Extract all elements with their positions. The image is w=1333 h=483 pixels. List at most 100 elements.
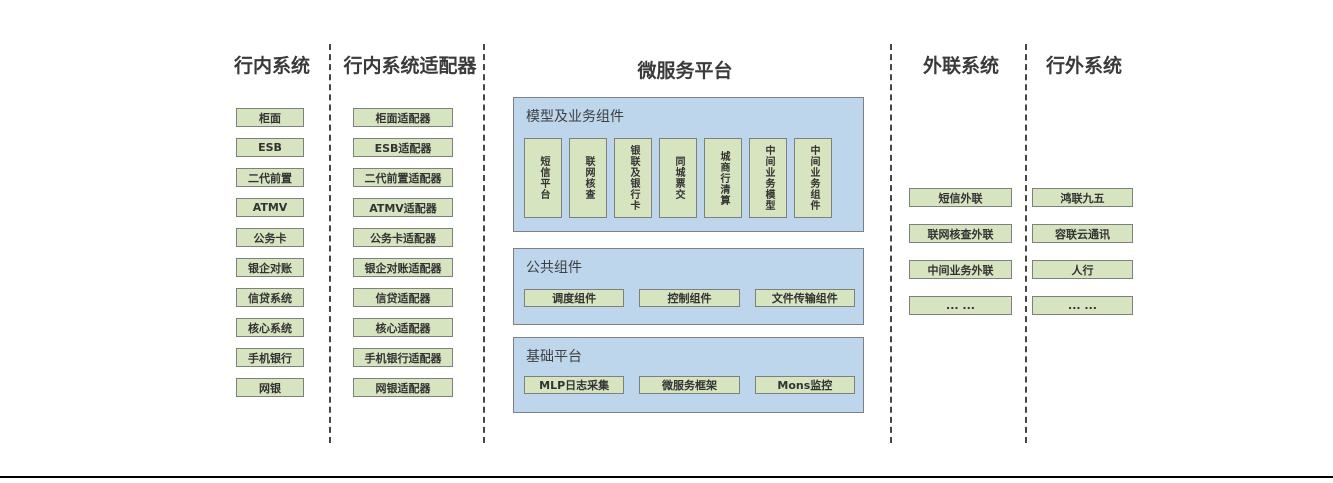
internal-system-label: ATMV [252,201,288,214]
platform-component-box: 同城票交 [659,138,697,218]
external-link-systems-heading: 外联系统 [922,55,999,77]
column-divider-dashed-line [483,44,485,443]
platform-component-box: 中间业务组件 [794,138,832,218]
common-component-box: 控制组件 [639,289,740,307]
adapter-label: 二代前置适配器 [364,171,442,185]
adapter-label: 手机银行适配器 [364,351,442,365]
base-platform-row: MLP日志采集 微服务框架 Mons监控 [524,376,855,394]
internal-system-box: 信贷系统 [236,288,304,307]
adapter-label: 公务卡适配器 [370,231,436,245]
outside-system-label: 鸿联九五 [1060,191,1105,205]
external-link-box: ... ... [909,296,1012,315]
outside-system-label: 人行 [1071,263,1094,277]
base-platform-label: 微服务框架 [661,379,717,392]
internal-system-box: 公务卡 [236,228,304,247]
bottom-divider-line [0,476,1333,478]
adapter-label: 网银适配器 [375,381,431,395]
panel-title: 公共组件 [526,260,582,276]
adapter-label: 核心适配器 [375,321,431,335]
platform-component-box: 联网核查 [569,138,607,218]
base-platform-box: Mons监控 [754,376,855,394]
internal-systems-heading: 行内系统 [233,55,310,77]
outside-system-box: ... ... [1032,296,1133,315]
internal-system-label: 银企对账 [248,261,292,275]
outside-system-box: 鸿联九五 [1032,188,1133,207]
external-link-label: 中间业务外联 [927,263,994,277]
common-component-label: 文件传输组件 [771,292,838,305]
internal-system-box: ATMV [236,198,304,217]
external-link-label: 联网核查外联 [927,227,994,241]
adapter-label: 柜面适配器 [375,111,431,125]
column-divider-dashed-line [890,44,892,443]
internal-system-label: 公务卡 [253,231,287,245]
adapter-box: 网银适配器 [353,378,453,397]
adapter-label: 银企对账适配器 [364,261,442,275]
base-platform-label: MLP日志采集 [539,379,610,392]
adapter-box: ESB适配器 [353,138,453,157]
internal-system-label: 手机银行 [248,351,292,365]
platform-component-box: 短信平台 [524,138,562,218]
platform-component-label: 银联及银行卡 [628,145,639,211]
models-and-business-components-panel: 模型及业务组件 短信平台 联网核查 银联及银行卡 同城票交 城商行清算 中间业务… [513,97,864,232]
adapter-box: 手机银行适配器 [353,348,453,367]
internal-system-box: 二代前置 [236,168,304,187]
adapter-box: 柜面适配器 [353,108,453,127]
panel-title: 模型及业务组件 [526,109,624,125]
external-link-box: 联网核查外联 [909,224,1012,243]
internal-adapters-column: 柜面适配器 ESB适配器 二代前置适配器 ATMV适配器 公务卡适配器 银企对账… [353,108,453,397]
internal-system-label: 二代前置 [248,171,292,185]
adapter-box: 核心适配器 [353,318,453,337]
platform-component-label: 联网核查 [583,156,594,200]
platform-component-label: 中间业务模型 [763,145,774,211]
external-link-systems-column: 短信外联 联网核查外联 中间业务外联 ... ... [909,188,1012,315]
internal-system-label: ESB [258,141,282,154]
outside-bank-systems-heading: 行外系统 [1045,55,1122,77]
internal-system-label: 网银 [259,381,281,395]
common-component-label: 控制组件 [667,292,712,305]
internal-system-label: 核心系统 [248,321,292,335]
column-divider-dashed-line [1025,44,1027,443]
internal-system-box: 手机银行 [236,348,304,367]
adapter-box: 信贷适配器 [353,288,453,307]
common-component-box: 调度组件 [524,289,625,307]
base-platform-box: MLP日志采集 [524,376,625,394]
base-platform-label: Mons监控 [777,379,833,392]
platform-component-box: 城商行清算 [704,138,742,218]
platform-component-label: 同城票交 [673,156,684,200]
internal-system-box: ESB [236,138,304,157]
external-link-label: 短信外联 [938,191,983,205]
adapter-label: 信贷适配器 [375,291,431,305]
platform-component-label: 短信平台 [538,156,549,200]
outside-system-label: 容联云通讯 [1055,227,1110,241]
external-link-box: 中间业务外联 [909,260,1012,279]
common-components-row: 调度组件 控制组件 文件传输组件 [524,289,855,307]
platform-component-box: 中间业务模型 [749,138,787,218]
external-link-label: ... ... [946,299,975,312]
adapter-label: ATMV适配器 [369,201,437,215]
platform-component-label: 城商行清算 [718,150,729,206]
base-platform-panel: 基础平台 MLP日志采集 微服务框架 Mons监控 [513,337,864,413]
vertical-components-row: 短信平台 联网核查 银联及银行卡 同城票交 城商行清算 中间业务模型 中间业务组… [524,138,832,218]
common-components-panel: 公共组件 调度组件 控制组件 文件传输组件 [513,248,864,325]
internal-system-label: 信贷系统 [248,291,292,305]
internal-adapters-heading: 行内系统适配器 [343,55,477,77]
outside-bank-systems-column: 鸿联九五 容联云通讯 人行 ... ... [1032,188,1133,315]
microservice-platform-heading: 微服务平台 [637,60,733,82]
adapter-box: ATMV适配器 [353,198,453,217]
panel-title: 基础平台 [526,349,582,365]
common-component-label: 调度组件 [552,292,597,305]
adapter-box: 二代前置适配器 [353,168,453,187]
external-link-box: 短信外联 [909,188,1012,207]
internal-system-box: 银企对账 [236,258,304,277]
outside-system-box: 人行 [1032,260,1133,279]
internal-system-box: 网银 [236,378,304,397]
platform-component-label: 中间业务组件 [808,145,819,211]
internal-system-box: 核心系统 [236,318,304,337]
platform-component-box: 银联及银行卡 [614,138,652,218]
adapter-box: 银企对账适配器 [353,258,453,277]
internal-system-box: 柜面 [236,108,304,127]
common-component-box: 文件传输组件 [754,289,855,307]
base-platform-box: 微服务框架 [639,376,740,394]
outside-system-label: ... ... [1068,299,1097,312]
